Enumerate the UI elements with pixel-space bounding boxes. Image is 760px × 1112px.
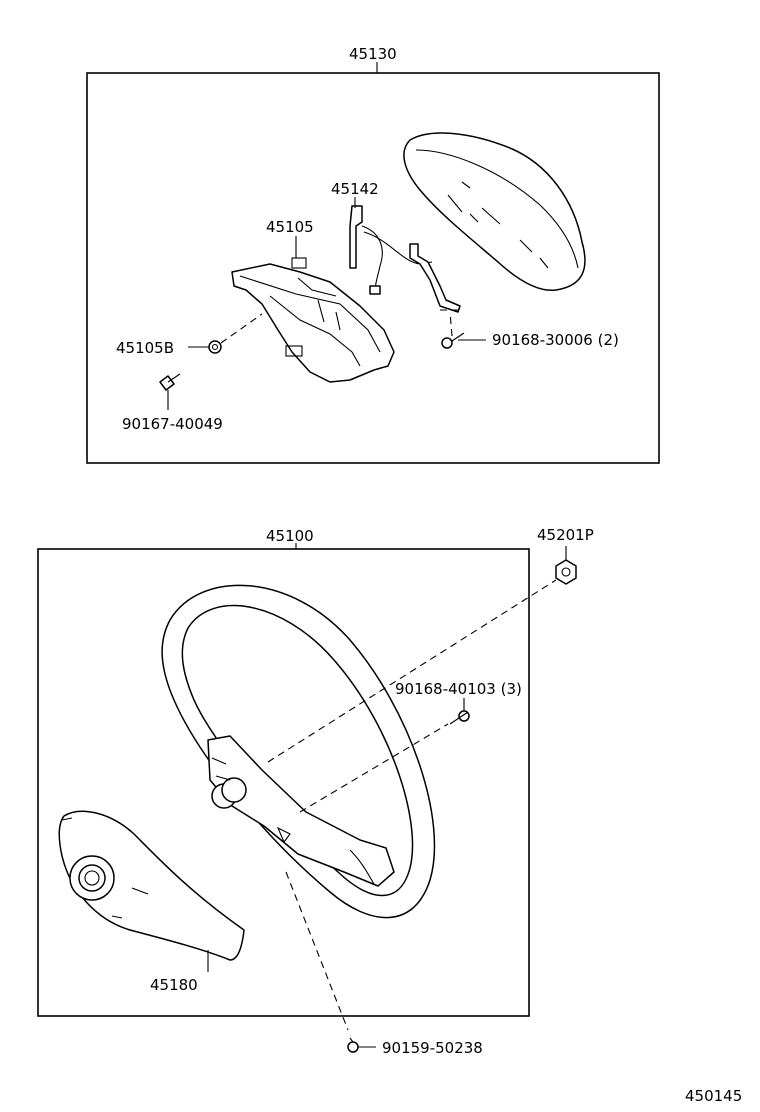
pad-bracket-label[interactable]: 45142 xyxy=(331,180,379,198)
pad-base-label[interactable]: 45105 xyxy=(266,218,314,236)
lower-screw-label[interactable]: 90159-50238 xyxy=(382,1039,483,1057)
upper-assembly-label[interactable]: 45130 xyxy=(349,45,397,63)
steering-wheel-rim[interactable] xyxy=(161,584,436,919)
upper-assembly-frame xyxy=(86,72,660,464)
wheel-screw[interactable]: 90168-40103 (3) xyxy=(395,680,522,725)
pad-bracket-wire[interactable]: 45142 xyxy=(331,180,461,313)
wheel-screw-label[interactable]: 90168-40103 (3) xyxy=(395,680,522,698)
lower-screw[interactable]: 90159-50238 xyxy=(347,1037,483,1057)
base-screw[interactable]: 90167-40049 xyxy=(122,373,223,433)
pad-screw-label[interactable]: 90168-30006 (2) xyxy=(492,331,619,349)
wheel-nut-label[interactable]: 45201P xyxy=(537,526,594,544)
lower-assembly-frame xyxy=(37,548,530,1017)
horn-pad-cover[interactable] xyxy=(403,132,586,291)
pad-base[interactable]: 45105 xyxy=(231,218,395,383)
base-screw-label[interactable]: 90167-40049 xyxy=(122,415,223,433)
base-clip-label[interactable]: 45105B xyxy=(116,339,174,357)
lower-assembly-group: 45100 45201P 9016 xyxy=(37,526,594,1057)
pad-screw[interactable]: 90168-30006 (2) xyxy=(440,309,619,349)
hub-cover-label[interactable]: 45180 xyxy=(150,976,198,994)
base-clip[interactable]: 45105B xyxy=(116,313,263,357)
drawing-number: 450145 xyxy=(685,1087,742,1105)
hub-cover[interactable]: 45180 xyxy=(58,810,245,994)
upper-assembly-group: 45130 45142 45105 xyxy=(86,45,660,464)
wheel-nut[interactable]: 45201P xyxy=(537,526,594,585)
lower-assembly-label[interactable]: 45100 xyxy=(266,527,314,545)
